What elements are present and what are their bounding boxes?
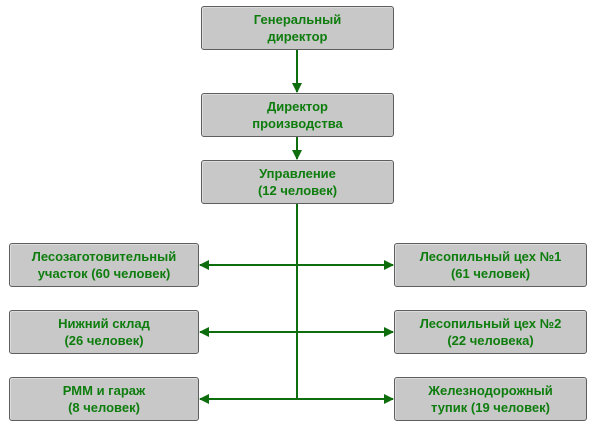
node-railway-siding-line2: тупик (19 человек) [431,400,550,415]
node-general-director-line1: Генеральный [253,12,342,27]
node-sawmill-2-line1: Лесопильный цех №2 [419,316,562,331]
node-production-director-line1: Директор [266,99,328,114]
node-railway-siding: Железнодорожный тупик (19 человек) [394,377,587,421]
node-railway-siding-line1: Железнодорожный [428,383,553,398]
node-lower-yard-line1: Нижний склад [58,316,150,331]
node-repair-shop-garage-line1: РММ и гараж [62,383,146,398]
node-repair-shop-garage: РММ и гараж (8 человек) [9,377,199,421]
node-production-director: Директор производства [201,93,394,137]
node-lower-yard: Нижний склад (26 человек) [9,310,199,354]
node-sawmill-1: Лесопильный цех №1 (61 человек) [394,243,587,287]
node-general-director-line2: директор [267,29,328,44]
node-logging-site-line2: участок (60 человек) [37,266,171,281]
node-production-director-line2: производства [252,116,343,131]
node-logging-site-line1: Лесозаготовительный [31,249,177,264]
node-management-line1: Управление [259,166,336,181]
node-lower-yard-line2: (26 человек) [64,333,144,348]
node-sawmill-1-line2: (61 человек) [450,266,531,281]
node-sawmill-2-line2: (22 человека) [447,333,534,348]
node-management-line2: (12 человек) [257,183,338,198]
node-sawmill-2: Лесопильный цех №2 (22 человека) [394,310,587,354]
node-general-director: Генеральный директор [201,6,394,50]
node-sawmill-1-line1: Лесопильный цех №1 [419,249,562,264]
node-repair-shop-garage-line2: (8 человек) [68,400,140,415]
node-management: Управление (12 человек) [201,160,394,204]
node-logging-site: Лесозаготовительный участок (60 человек) [9,243,199,287]
